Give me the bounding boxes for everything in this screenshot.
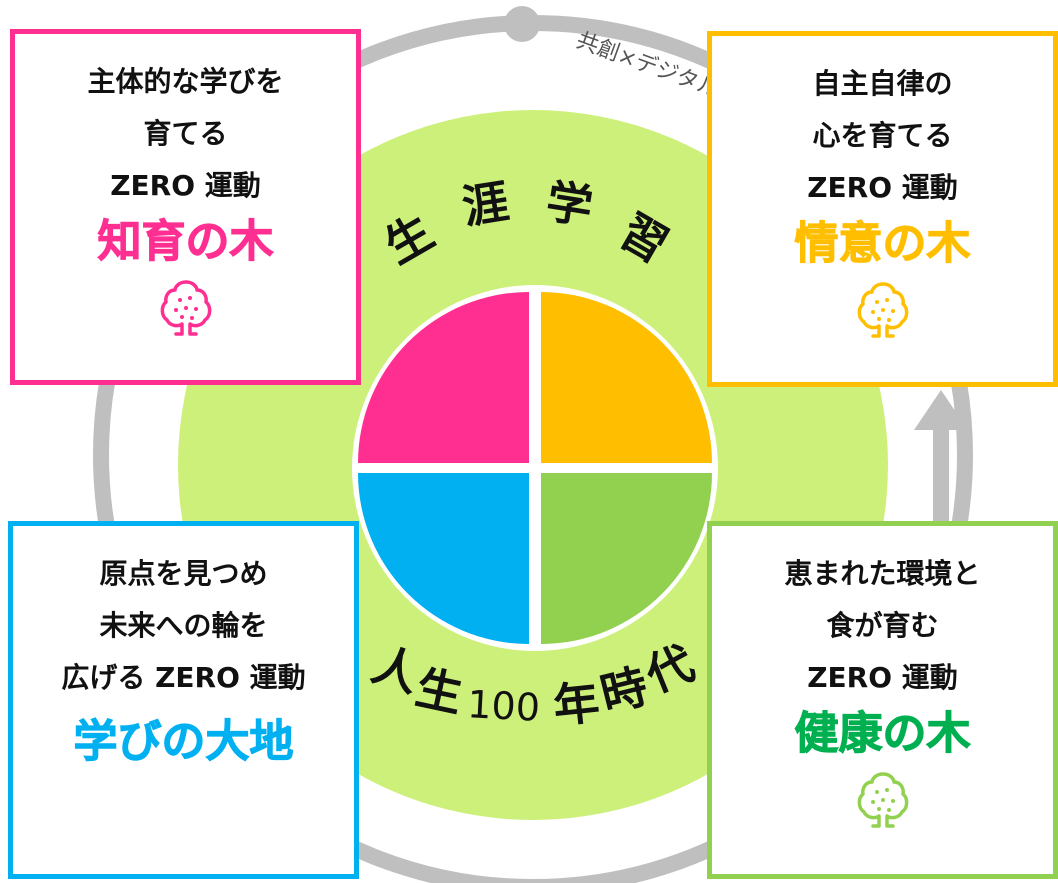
box-line-3: ZERO 運動 <box>807 171 958 204</box>
box-title: 情意の木 <box>794 218 971 270</box>
box-intellect-tree: 主体的な学びを 育てる ZERO 運動 知育の木 <box>10 29 361 385</box>
pie-segment-green <box>541 473 712 644</box>
box-line-3: 広げる ZERO 運動 <box>61 661 306 694</box>
pie-border <box>352 285 718 651</box>
pie-segment-pink <box>358 292 529 463</box>
box-line-3: ZERO 運動 <box>110 169 261 202</box>
orbit-knob <box>504 6 540 42</box>
box-line-2: 食が育む <box>826 609 939 642</box>
box-emotion-tree: 自主自律の 心を育てる ZERO 運動 情意の木 <box>707 31 1058 387</box>
box-line-1: 原点を見つめ <box>99 557 268 590</box>
box-title: 知育の木 <box>97 216 274 268</box>
bottom-char-3: 100 <box>466 682 541 730</box>
top-char-2: 涯 <box>459 174 513 235</box>
box-line-1: 主体的な学びを <box>87 65 284 98</box>
box-line-2: 心を育てる <box>812 119 953 152</box>
orbit-arrow-shaft <box>933 428 949 523</box>
top-char-3: 学 <box>543 174 597 235</box>
box-line-3: ZERO 運動 <box>807 661 958 694</box>
pie-segment-orange <box>541 292 712 463</box>
box-learning-ground: 原点を見つめ 未来への輪を 広げる ZERO 運動 学びの大地 <box>8 521 359 879</box>
box-line-1: 恵まれた環境と <box>784 557 981 590</box>
box-health-tree: 恵まれた環境と 食が育む ZERO 運動 健康の木 <box>707 521 1058 879</box>
tree-icon <box>857 772 908 828</box>
box-title: 健康の木 <box>794 708 971 760</box>
box-line-1: 自主自律の <box>812 67 953 100</box>
box-line-2: 未来への輪を <box>99 609 268 642</box>
pie-segment-cyan <box>358 473 529 644</box>
orbit-arrow-head <box>914 390 968 430</box>
box-line-2: 育てる <box>143 117 228 150</box>
tree-icon <box>857 282 908 338</box>
box-title: 学びの大地 <box>73 716 294 768</box>
bottom-char-4: 年 <box>551 675 602 734</box>
bottom-char-2: 生 <box>411 660 467 722</box>
tree-icon <box>160 280 211 336</box>
